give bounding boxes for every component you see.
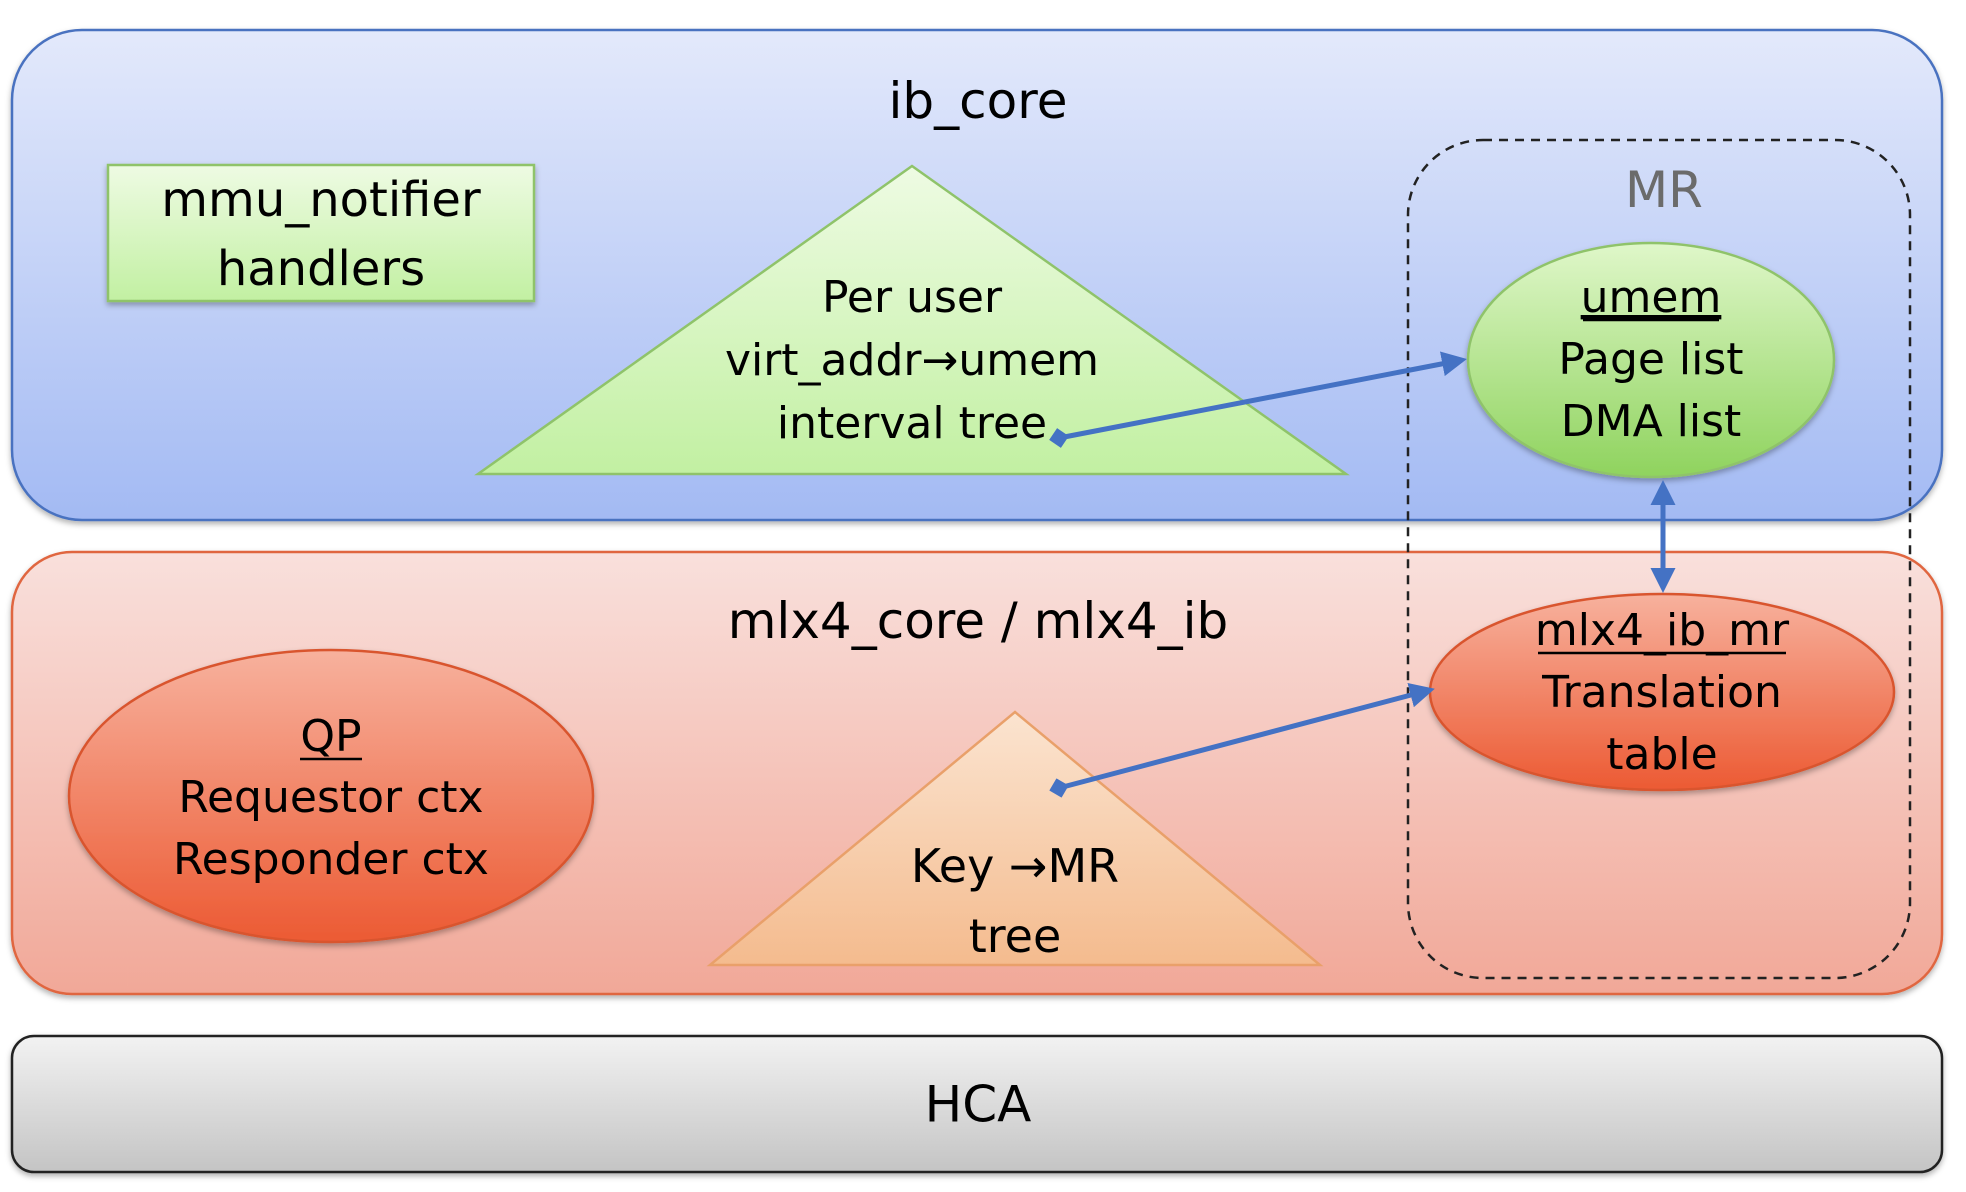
qp-title: QP [300, 711, 361, 762]
mr-group-label: MR [1625, 161, 1703, 219]
ib-core-title: ib_core [889, 72, 1068, 130]
key-tree-line1: Key →MR [911, 839, 1119, 893]
arrow-key-tree-to-mlx4-ib-mr [1049, 683, 1435, 798]
interval-tree-line2: virt_addr→umem [725, 335, 1099, 386]
mlx4-title: mlx4_core / mlx4_ib [728, 592, 1229, 650]
mlx4-ib-mr-line2: table [1606, 729, 1717, 780]
umem-ellipse: umem Page list DMA list [1466, 241, 1836, 479]
mlx4-ib-mr-ellipse: mlx4_ib_mr Translation table [1428, 592, 1896, 792]
umem-line2: DMA list [1561, 396, 1742, 447]
mmu-notifier-line1: mmu_notifier [161, 172, 481, 228]
mr-group: MR [1406, 138, 1912, 980]
interval-tree-line3: interval tree [777, 398, 1047, 449]
qp-ellipse: QP Requestor ctx Responder ctx [67, 648, 595, 944]
umem-title: umem [1581, 272, 1722, 323]
qp-line2: Responder ctx [173, 834, 489, 885]
mmu-notifier-line2: handlers [217, 241, 425, 297]
mlx4-ib-mr-title: mlx4_ib_mr [1535, 605, 1790, 656]
interval-tree-line1: Per user [822, 272, 1003, 323]
arrow-interval-tree-to-umem [1049, 351, 1467, 448]
qp-line1: Requestor ctx [178, 772, 483, 823]
key-mr-tree-triangle: Key →MR tree [706, 710, 1324, 967]
umem-line1: Page list [1558, 334, 1743, 385]
hca-layer: HCA [10, 1034, 1944, 1174]
mlx4-ib-mr-line1: Translation [1541, 667, 1782, 718]
hca-title: HCA [925, 1076, 1032, 1134]
key-tree-line2: tree [969, 909, 1062, 963]
mmu-notifier-box: mmu_notifier handlers [106, 163, 536, 303]
